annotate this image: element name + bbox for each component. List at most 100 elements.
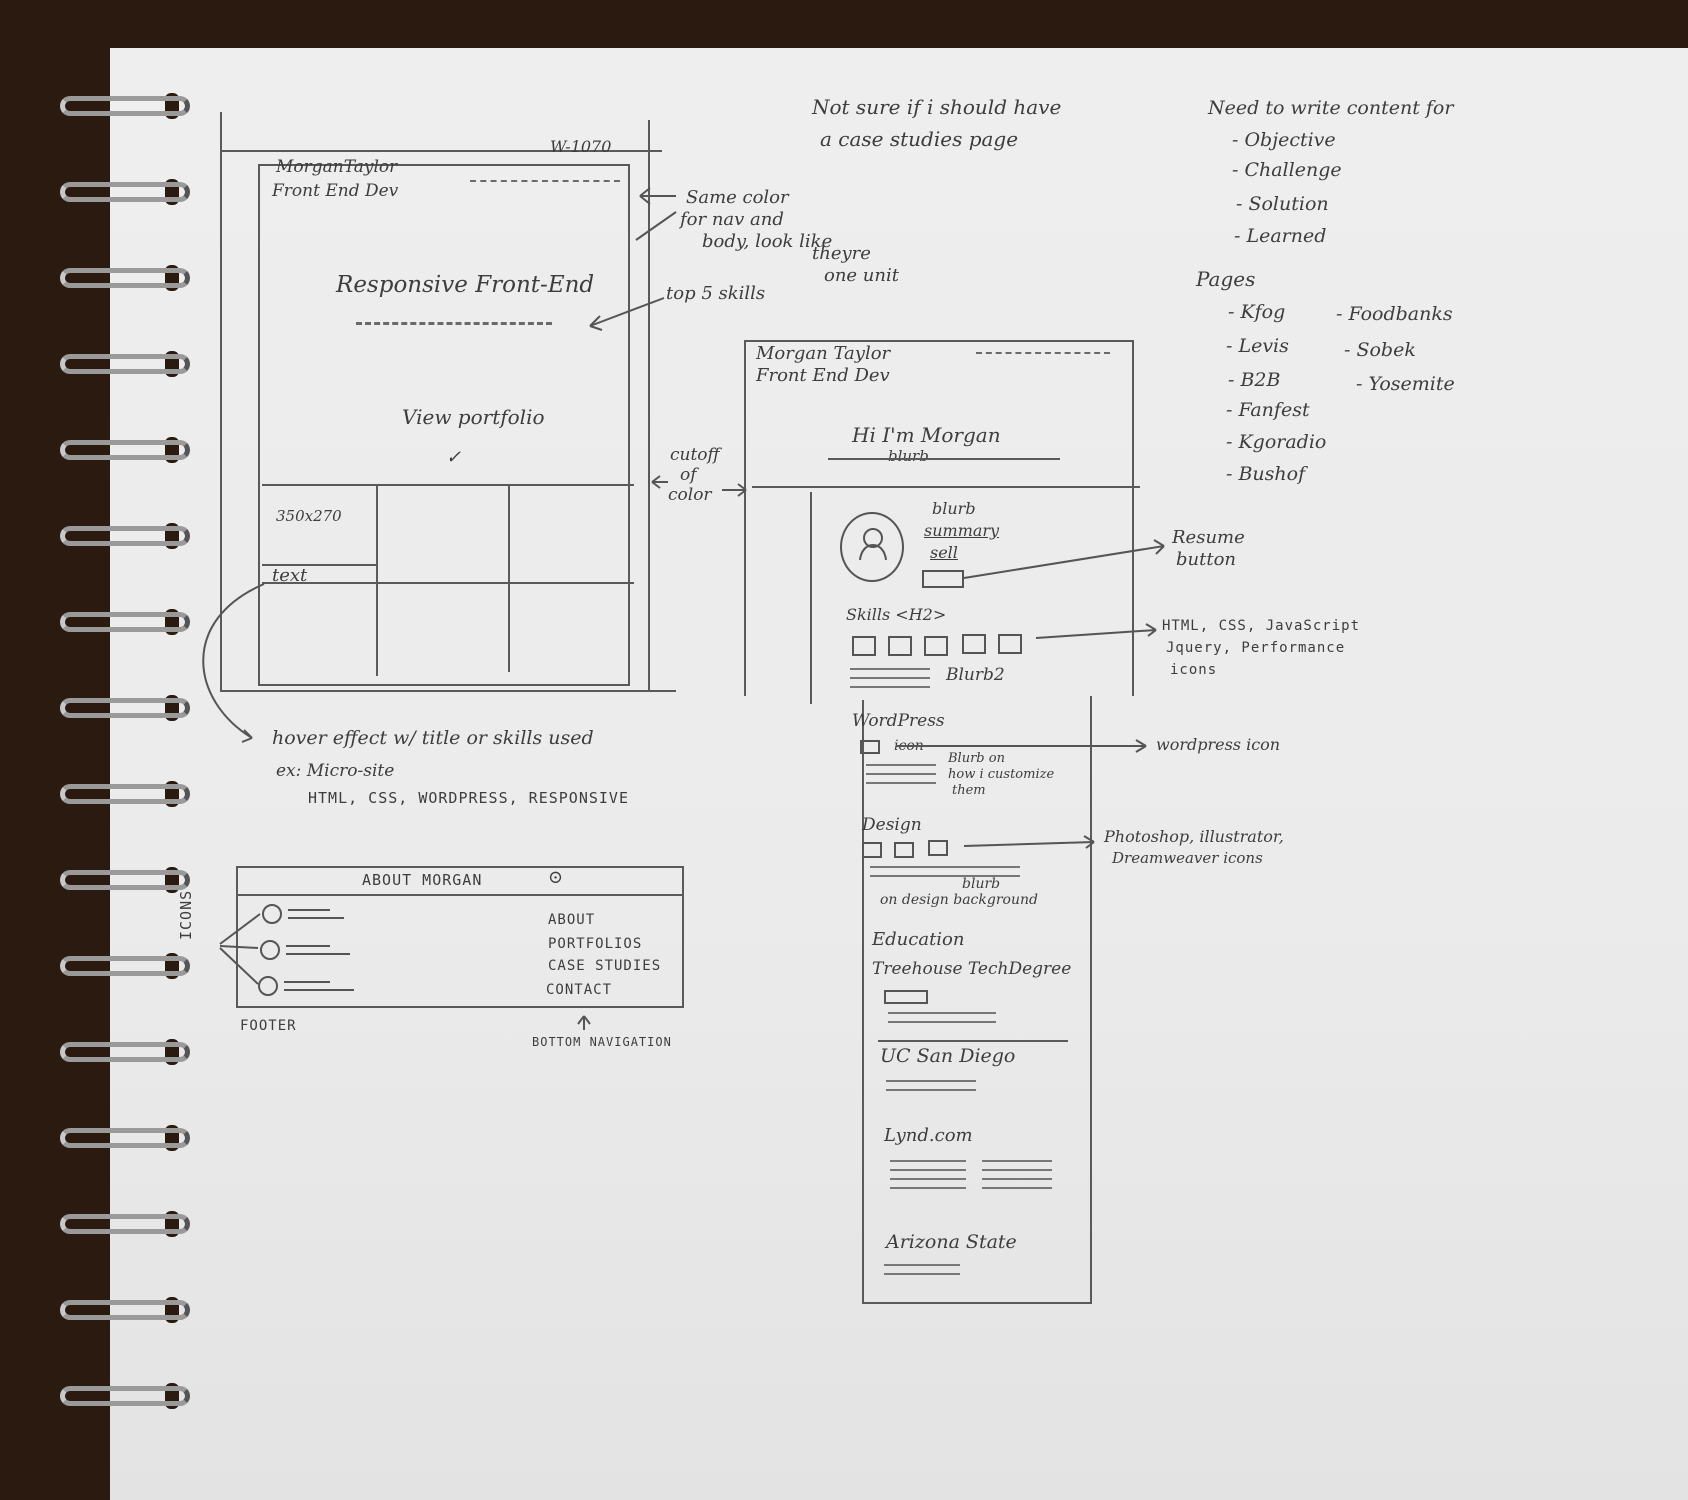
education-heading: Education xyxy=(872,929,965,950)
page-levis: - Levis xyxy=(1226,335,1289,357)
binding-ring xyxy=(60,1386,190,1406)
lynda-lines-right xyxy=(982,1160,1052,1196)
mobile-content-left-lower xyxy=(862,700,864,1304)
page-yosemite: - Yosemite xyxy=(1356,373,1455,395)
page-bushof: - Bushof xyxy=(1226,463,1306,485)
desktop-grid-col1 xyxy=(376,486,378,676)
mobile-logo-line2: Front End Dev xyxy=(756,365,890,386)
mobile-greeting: Hi I'm Morgan xyxy=(852,423,1001,447)
binding-ring xyxy=(60,1214,190,1234)
wordpress-icon xyxy=(860,740,880,754)
cutoff-note-2: of xyxy=(680,465,697,485)
same-color-note-3: body, look like xyxy=(702,231,833,252)
same-color-note-2: for nav and xyxy=(680,209,784,230)
page-b2b: - B2B xyxy=(1228,369,1281,391)
skill-icon-4 xyxy=(962,634,986,654)
desktop-tile-size: 350x270 xyxy=(276,507,342,525)
school-lynda: Lynd.com xyxy=(884,1125,973,1146)
case-studies-note-1: Not sure if i should have xyxy=(812,95,1062,119)
skills-blurb-lines xyxy=(850,668,930,695)
skills-blurb: Blurb2 xyxy=(946,665,1005,685)
mobile-logo-line1: Morgan Taylor xyxy=(756,343,891,364)
page-sobek: - Sobek xyxy=(1344,339,1416,361)
wordpress-heading: WordPress xyxy=(852,711,945,731)
skills-icons-note-3: icons xyxy=(1170,662,1218,678)
wordpress-blurb-lines xyxy=(866,764,936,791)
desktop-logo-line2: Front End Dev xyxy=(272,181,399,201)
ucsd-lines xyxy=(886,1080,976,1098)
resume-button[interactable] xyxy=(922,570,964,588)
skills-icons-note-1: HTML, CSS, JavaScript xyxy=(1162,618,1361,634)
design-icons-note-2: Dreamweaver icons xyxy=(1112,849,1263,867)
desktop-skills-placeholder xyxy=(356,322,552,325)
case-studies-note-2: a case studies page xyxy=(820,127,1019,151)
same-color-note-1: Same color xyxy=(686,187,789,208)
footer-nav-portfolios[interactable]: PORTFOLIOS xyxy=(548,936,643,952)
skill-icon-3 xyxy=(924,636,948,656)
avatar xyxy=(840,512,904,582)
desktop-left-guide xyxy=(220,112,222,692)
design-icon-3 xyxy=(928,840,948,856)
binding-ring xyxy=(60,698,190,718)
skill-icon-5 xyxy=(998,634,1022,654)
school-treehouse: Treehouse TechDegree xyxy=(872,959,1072,979)
binding-ring xyxy=(60,96,190,116)
width-label: W-1070 xyxy=(550,137,612,156)
desktop-grid-row xyxy=(262,582,634,584)
hover-skills-note: HTML, CSS, WORDPRESS, RESPONSIVE xyxy=(308,789,629,807)
page-kgoradio: - Kgoradio xyxy=(1226,431,1327,453)
school-ucsd: UC San Diego xyxy=(880,1045,1016,1067)
education-divider-1 xyxy=(878,1040,1068,1042)
wordpress-blurb-2: how i customize xyxy=(948,767,1055,782)
resume-note-2: button xyxy=(1176,549,1237,570)
mobile-nav-placeholder xyxy=(976,352,1110,354)
arizona-lines xyxy=(884,1264,960,1282)
wordpress-icon-note: wordpress icon xyxy=(1156,735,1281,754)
footer-nav-about[interactable]: ABOUT xyxy=(548,912,596,928)
desktop-nav-placeholder xyxy=(470,180,620,182)
footer-nav-case-studies[interactable]: CASE STUDIES xyxy=(548,958,662,974)
design-icon-1 xyxy=(862,842,882,858)
binding-ring xyxy=(60,268,190,288)
skill-icon-2 xyxy=(888,636,912,656)
same-color-note-5: one unit xyxy=(824,265,899,286)
desktop-tile-text: text xyxy=(272,565,308,586)
design-blurb-1: blurb xyxy=(962,876,1001,892)
desktop-logo-line1: MorganTaylor xyxy=(276,157,398,177)
binding-ring xyxy=(60,440,190,460)
top-skills-note: top 5 skills xyxy=(666,283,766,304)
desktop-bottom-rule xyxy=(222,690,676,692)
about-blurb: blurb xyxy=(932,499,976,518)
design-blurb-lines xyxy=(870,866,1020,884)
treehouse-lines xyxy=(888,1012,996,1030)
icons-label: ICONS xyxy=(177,889,195,940)
cutoff-note-1: cutoff xyxy=(670,445,720,465)
design-blurb-2: on design background xyxy=(880,892,1038,908)
about-sell: sell xyxy=(930,543,958,562)
desktop-color-cutoff xyxy=(262,484,634,486)
same-color-note-4: theyre xyxy=(812,243,871,264)
binding-ring xyxy=(60,784,190,804)
mobile-content-bottom xyxy=(862,1302,1092,1304)
desktop-frame xyxy=(258,164,630,686)
desktop-hero-title: Responsive Front-End xyxy=(336,272,595,298)
mobile-content-left xyxy=(810,492,812,704)
design-icon-2 xyxy=(894,842,914,858)
skills-heading: Skills <H2> xyxy=(846,605,947,624)
binding-ring xyxy=(60,1300,190,1320)
pages-heading: Pages xyxy=(1196,267,1256,291)
page-kfog: - Kfog xyxy=(1228,301,1286,323)
binding-ring xyxy=(60,354,190,374)
arrow-circle-icon: ⊙ xyxy=(548,867,564,888)
content-item-learned: - Learned xyxy=(1234,225,1327,247)
mobile-color-cutoff xyxy=(752,486,1140,488)
binding-ring xyxy=(60,870,190,890)
content-item-challenge: - Challenge xyxy=(1232,159,1342,181)
design-heading: Design xyxy=(862,815,922,835)
footer-header-rule xyxy=(236,894,682,896)
desktop-grid-col2 xyxy=(508,486,510,672)
binding-ring xyxy=(60,1042,190,1062)
footer-nav-contact[interactable]: CONTACT xyxy=(546,982,613,998)
lynda-lines-left xyxy=(890,1160,966,1196)
footer-label: FOOTER xyxy=(240,1018,297,1034)
